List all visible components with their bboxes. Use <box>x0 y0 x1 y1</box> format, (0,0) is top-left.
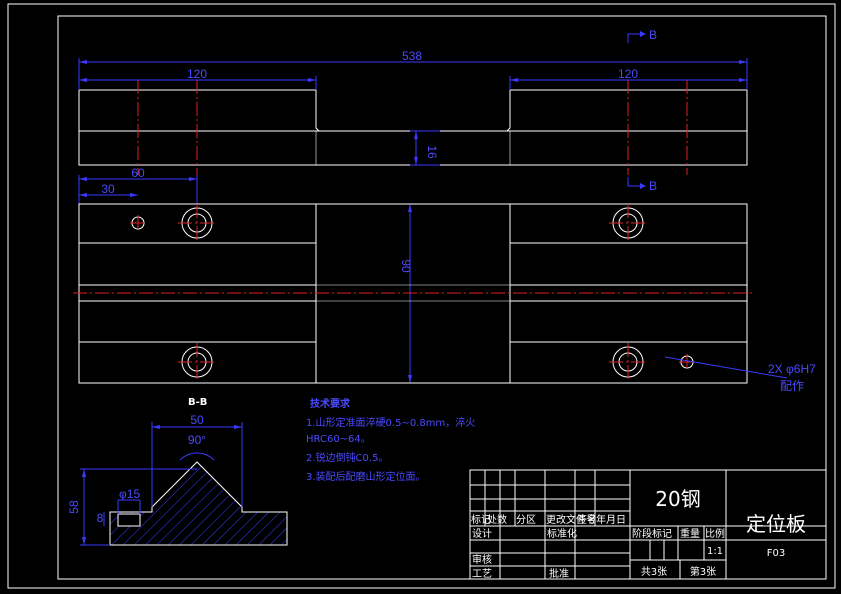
title-sheet-current: 第3张 <box>690 565 716 578</box>
dim-hole-diameter: φ15 <box>119 487 140 501</box>
notes-line-3: 2.锐边倒钝C0.5。 <box>306 451 388 464</box>
dim-height: 90 <box>399 259 413 273</box>
title-review: 审核 <box>472 553 492 566</box>
section-view-hole <box>117 513 141 527</box>
inner-frame <box>57 15 827 580</box>
top-view-centerlines <box>137 80 688 175</box>
notes-line-4: 3.装配后配磨山形定位面。 <box>306 470 426 483</box>
title-header-signature: 签名 <box>577 513 597 526</box>
section-label-top: B <box>649 28 657 42</box>
title-approve: 批准 <box>549 567 569 580</box>
dim-section-width: 50 <box>190 413 204 427</box>
title-weight: 重量 <box>680 527 700 540</box>
title-header-date: 年月日 <box>596 513 626 526</box>
title-sheets-total: 共3张 <box>641 566 667 578</box>
title-header-change-doc: 更改文件号 <box>546 513 596 526</box>
section-arrow-bottom <box>640 183 646 189</box>
section-view-profile <box>109 461 288 546</box>
title-process: 工艺 <box>472 568 492 580</box>
notes-heading: 技术要求 <box>310 397 351 410</box>
dimension-arrows <box>79 60 747 383</box>
title-drawing-no: F03 <box>767 548 785 559</box>
title-header-count: 处数 <box>487 513 507 526</box>
dim-hole-offset-far: 60 <box>131 166 145 180</box>
section-label-bottom: B <box>649 179 657 193</box>
front-view-centerlines <box>73 204 753 381</box>
dim-right-width: 120 <box>618 67 638 81</box>
notes-line-1: 1.山形定准面淬硬0.5~0.8mm，淬火 <box>306 416 475 429</box>
hole-callout-text: 2X φ6H7 <box>768 362 816 376</box>
title-scale: 1:1 <box>707 546 723 557</box>
title-design: 设计 <box>472 527 492 540</box>
title-stage-mark: 阶段标记 <box>632 527 672 540</box>
title-header-zone: 分区 <box>516 514 536 526</box>
hole-callout-note: 配作 <box>780 379 804 393</box>
outer-frame <box>7 3 836 589</box>
section-dim-arrows <box>82 425 242 545</box>
section-marker-bottom <box>627 177 640 187</box>
title-scale-label: 比例 <box>705 527 725 540</box>
section-marker-top <box>627 33 640 43</box>
dim-thickness: 16 <box>425 145 439 159</box>
dim-hole-offset-near: 30 <box>101 182 115 196</box>
title-material: 20钢 <box>655 487 700 511</box>
title-header-mark: 标记 <box>471 514 491 526</box>
section-dimensions <box>80 422 243 546</box>
title-block-grid <box>469 469 827 580</box>
hole-callout-leader <box>664 356 788 379</box>
dim-section-angle: 90° <box>188 433 206 447</box>
dim-section-height: 58 <box>67 500 81 514</box>
section-view-label: B-B <box>188 397 207 408</box>
dim-small: 8 <box>97 511 104 525</box>
title-standardization: 标准化 <box>547 527 577 540</box>
notes-line-2: HRC60~64。 <box>306 434 371 445</box>
top-view <box>78 89 748 166</box>
section-arrow-top <box>640 31 646 37</box>
dimension-lines <box>78 58 748 384</box>
dim-left-width: 120 <box>187 67 207 81</box>
title-part-name: 定位板 <box>746 512 806 536</box>
front-view <box>78 203 748 384</box>
dim-overall-length: 538 <box>402 49 422 63</box>
